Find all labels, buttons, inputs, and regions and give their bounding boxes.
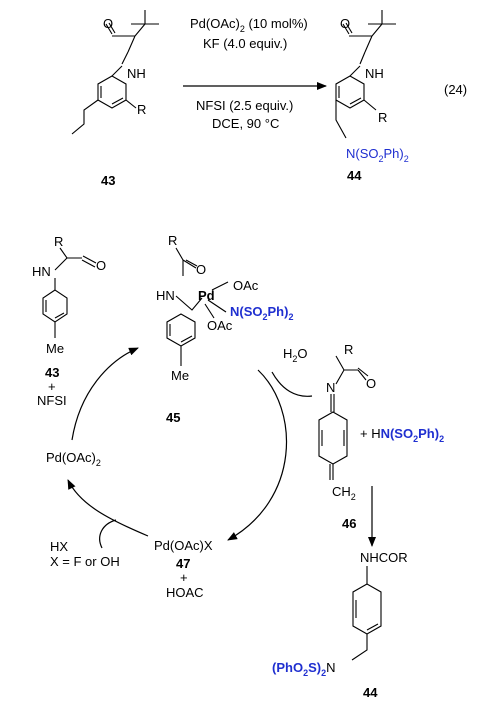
water-label: H2O <box>283 346 308 364</box>
product-44-structure <box>335 10 396 139</box>
pdoacx-plus: + <box>180 570 188 585</box>
pdoacx-label: Pd(OAc)X <box>154 538 213 553</box>
intermediate-45-structure <box>166 247 229 366</box>
pdoacx-number: 47 <box>176 556 190 571</box>
int45-sulfonimide: N(SO2Ph)2 <box>230 304 293 322</box>
int45-me: Me <box>171 368 189 383</box>
substrate-label: 43 <box>101 173 115 188</box>
start-o: O <box>96 258 106 273</box>
int45-oac-bottom: OAc <box>207 318 233 333</box>
int46-r: R <box>344 342 353 357</box>
start-plus: + <box>48 379 56 394</box>
product-r: R <box>378 110 387 125</box>
hx-label: HX <box>50 539 68 554</box>
product-o: O <box>340 16 350 31</box>
equation-number: (24) <box>444 82 467 97</box>
product-sulfonimide-group: N(SO2Ph)2 <box>346 146 409 164</box>
start-r: R <box>54 234 63 249</box>
substrate-43-structure <box>71 10 159 135</box>
int45-hn: HN <box>156 288 175 303</box>
condition-base: KF (4.0 equiv.) <box>203 36 287 51</box>
hx-exit-arrow <box>99 519 117 549</box>
cycle-arrow-top <box>71 347 139 441</box>
int45-oac-top: OAc <box>233 278 259 293</box>
water-entry-arrow <box>271 371 313 397</box>
product-nh: NH <box>365 66 384 81</box>
int46-ch2: CH2 <box>332 484 356 502</box>
acetic-acid-label: HOAC <box>166 585 204 600</box>
start-reagent: NFSI <box>37 393 67 408</box>
condition-catalyst: Pd(OAc)2 (10 mol%) <box>190 16 308 34</box>
hx-definition: X = F or OH <box>50 554 120 569</box>
int45-pd: Pd <box>198 288 215 303</box>
start-amide-structure <box>42 247 97 338</box>
int46-o: O <box>366 376 376 391</box>
int46-label: 46 <box>342 516 356 531</box>
start-hn: HN <box>32 264 51 279</box>
final-sulfonimide: (PhO2S)2N <box>272 660 335 678</box>
cycle-arrow-left <box>67 479 149 537</box>
cycle-arrow-right <box>227 369 288 541</box>
int46-n: N <box>326 380 335 395</box>
start-label: 43 <box>45 365 59 380</box>
substrate-r: R <box>137 102 146 117</box>
int45-label: 45 <box>166 410 180 425</box>
int45-o: O <box>196 262 206 277</box>
substrate-nh: NH <box>127 66 146 81</box>
int45-r: R <box>168 233 177 248</box>
condition-solvent: DCE, 90 °C <box>212 116 279 131</box>
final-label: 44 <box>363 685 378 700</box>
product-label: 44 <box>347 168 362 183</box>
condition-oxidant: NFSI (2.5 equiv.) <box>196 98 293 113</box>
byproduct-hn-sulfonimide: + HN(SO2Ph)2 <box>360 426 444 444</box>
intermediate-46-structure <box>318 355 369 480</box>
final-nhcor: NHCOR <box>360 550 408 565</box>
start-me: Me <box>46 341 64 356</box>
substrate-o: O <box>103 16 113 31</box>
final-product-structure <box>351 566 382 661</box>
catalyst-pdoac2: Pd(OAc)2 <box>46 450 101 468</box>
